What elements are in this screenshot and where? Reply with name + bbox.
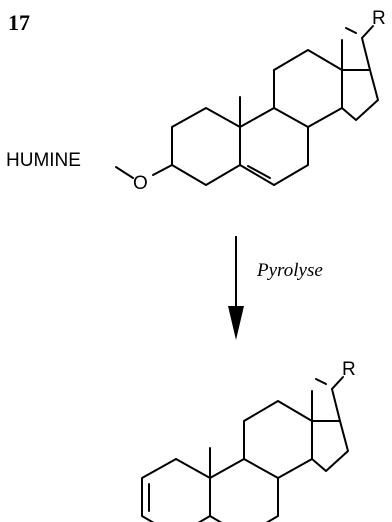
ring-b	[239, 107, 309, 186]
o-humine-bond	[115, 166, 134, 179]
ring-c	[273, 49, 343, 128]
side-chain-r-bond	[331, 376, 344, 390]
side-chain-r-bond	[361, 25, 374, 39]
ring-b	[209, 458, 279, 522]
side-chain-bond	[361, 37, 371, 71]
c5-c6-bond	[239, 164, 275, 186]
side-chain-bond	[331, 388, 341, 422]
ring-a	[171, 107, 241, 186]
c3-o-bond	[152, 164, 173, 176]
humine-label: HUMINE	[6, 150, 81, 171]
ring-a	[141, 458, 211, 522]
side-chain-r-label: R	[342, 359, 356, 380]
reaction-arrow: Pyrolyse	[228, 236, 323, 340]
ring-c	[243, 400, 313, 479]
top-steroid-structure: R O HUMINE	[6, 8, 386, 194]
oxygen-label: O	[133, 173, 148, 194]
ring-d	[341, 69, 379, 121]
bottom-steroid-structure: R	[141, 359, 356, 522]
double-bond-line	[247, 165, 271, 179]
arrow-head	[228, 306, 244, 340]
side-chain-r-label: R	[372, 8, 386, 29]
side-chain-methyl-dash	[345, 27, 357, 34]
reaction-condition-label: Pyrolyse	[256, 260, 323, 281]
ring-d	[311, 420, 349, 472]
side-chain-methyl-dash	[315, 378, 327, 385]
compound-number: 17	[8, 10, 30, 35]
